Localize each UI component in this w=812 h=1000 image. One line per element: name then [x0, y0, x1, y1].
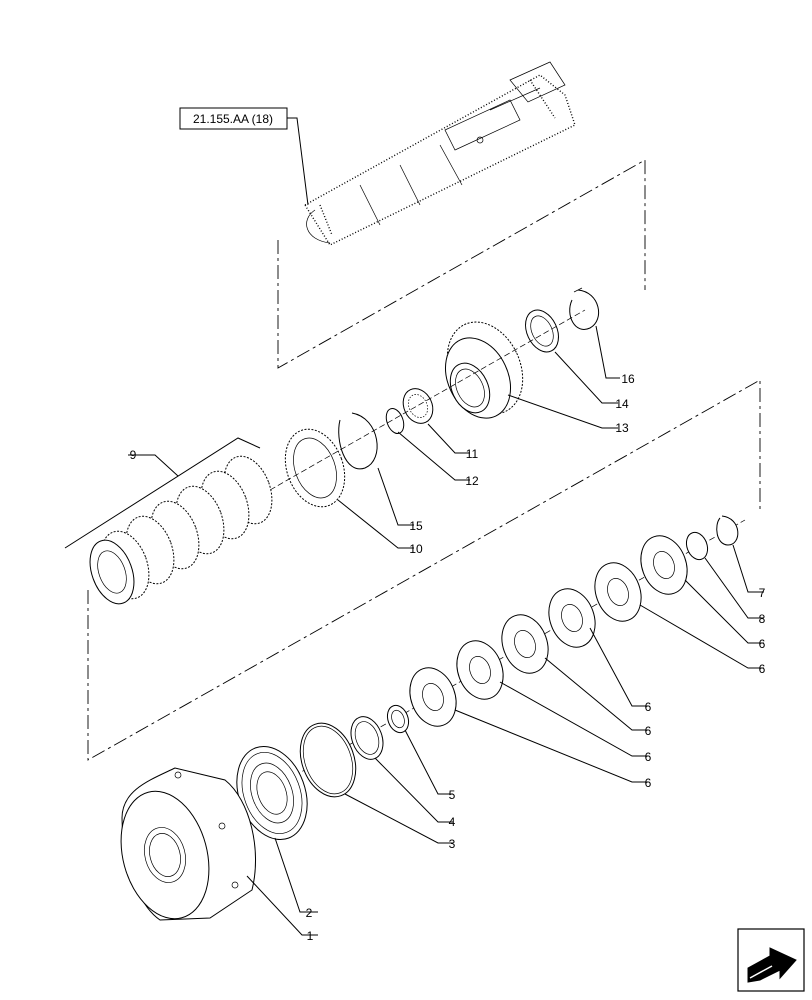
- callout-1: 1: [307, 929, 314, 943]
- callout-14: 14: [615, 397, 629, 411]
- part-2-piston: [236, 746, 308, 840]
- callout-10: 10: [409, 542, 423, 556]
- callout-labels: 1 2 3 4 5 6 6 6 6 6 6 7 8 9 10 11 12 13 …: [130, 372, 766, 943]
- callout-15: 15: [409, 519, 423, 533]
- callout-6-c: 6: [645, 724, 652, 738]
- part-3-seal: [299, 722, 357, 798]
- leader-lines: [128, 325, 764, 936]
- callout-13: 13: [615, 421, 629, 435]
- callout-16: 16: [621, 372, 635, 386]
- reference-box[interactable]: 21.155.AA (18): [179, 107, 288, 130]
- part-13-gear: [445, 321, 524, 419]
- callout-6-e: 6: [759, 662, 766, 676]
- callout-6-a: 6: [645, 776, 652, 790]
- part-6-washers: [409, 535, 688, 727]
- part-16-snap-ring: [569, 287, 599, 330]
- callout-4: 4: [449, 815, 456, 829]
- callout-9: 9: [130, 448, 137, 462]
- part-1-housing: [120, 767, 257, 921]
- callout-5: 5: [449, 788, 456, 802]
- part-9-clutch-pack: [64, 437, 273, 605]
- part-7-snap-ring: [716, 515, 739, 546]
- shaft-drawing: [304, 61, 576, 246]
- callout-3: 3: [449, 837, 456, 851]
- callout-2: 2: [306, 906, 313, 920]
- part-12-ring: [385, 407, 405, 435]
- part-5-ring: [386, 704, 410, 734]
- callout-8: 8: [759, 612, 766, 626]
- part-14-ring: [525, 309, 559, 353]
- callout-11: 11: [466, 447, 479, 461]
- callout-6-f: 6: [759, 637, 766, 651]
- part-11-bearing: [402, 388, 434, 424]
- callout-6-d: 6: [645, 700, 652, 714]
- part-8-ring: [685, 531, 709, 561]
- next-page-arrow-icon[interactable]: [737, 928, 805, 992]
- reference-box-text: 21.155.AA (18): [193, 112, 273, 126]
- part-4-ring: [350, 716, 384, 760]
- part-15-circlip: [338, 412, 378, 470]
- callout-6-b: 6: [645, 750, 652, 764]
- callout-12: 12: [465, 474, 479, 488]
- callout-7: 7: [759, 586, 766, 600]
- part-10-synchro-ring: [284, 428, 346, 508]
